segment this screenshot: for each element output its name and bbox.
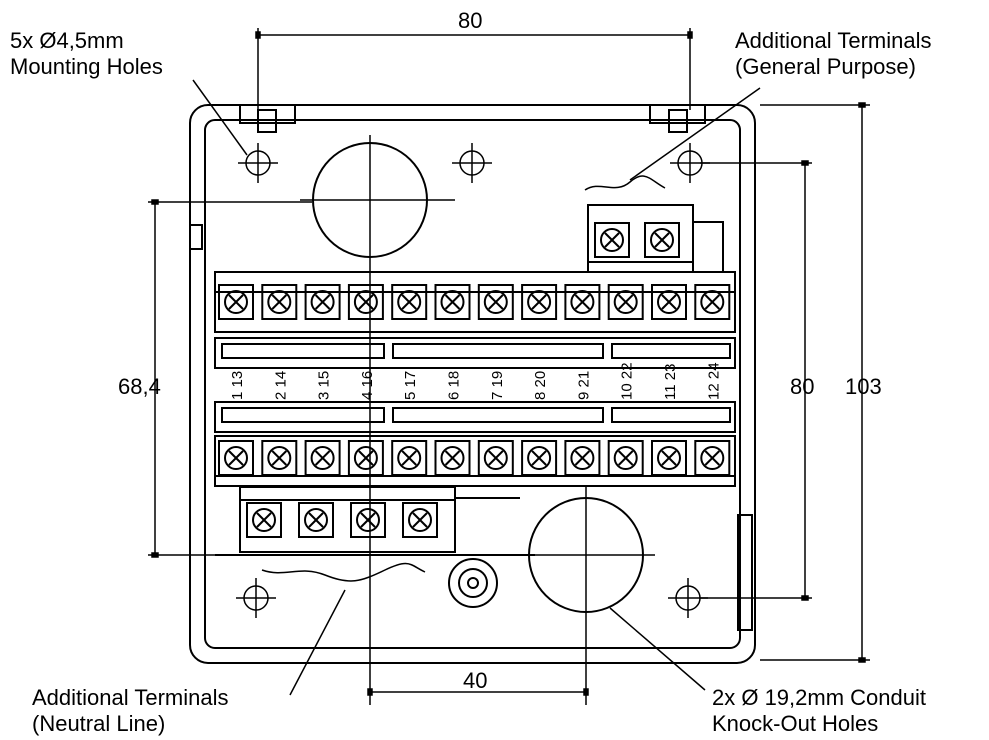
terminal-screw-upper (347, 284, 384, 320)
terminal-number-pair: 8 20 (532, 371, 549, 400)
terminal-screw-general-purpose (644, 222, 680, 258)
terminal-number-pair: 1 13 (229, 371, 246, 400)
terminal-screw-lower (564, 440, 601, 476)
terminal-screw-neutral (350, 502, 386, 538)
dim-right-inner-height: 80 (790, 374, 815, 399)
top-tab-left (239, 104, 296, 124)
conduit-line1: 2x Ø 19,2mm Conduit (712, 685, 926, 710)
terminal-screw-lower (651, 440, 687, 476)
screw-boss (448, 558, 498, 608)
terminal-screw-upper (651, 284, 687, 320)
terminal-number-pair: 12 24 (705, 362, 722, 400)
terminal-number-pair: 6 18 (446, 371, 463, 400)
additional-neutral-line2: (Neutral Line) (32, 711, 166, 736)
terminal-screw-lower (607, 440, 644, 476)
mounting-hole-top-left (238, 143, 278, 183)
additional-neutral-line1: Additional Terminals (32, 685, 229, 710)
additional-terminals-gp-label: Additional Terminals (General Purpose) (735, 28, 931, 80)
dim-left-height: 68,4 (118, 374, 161, 399)
terminal-screw-upper (607, 284, 644, 320)
terminal-screw-lower (218, 440, 254, 476)
additional-gp-line2: (General Purpose) (735, 54, 916, 79)
terminal-screw-upper (391, 284, 428, 320)
terminal-screw-upper (261, 284, 298, 320)
terminal-screw-lower (694, 440, 731, 476)
terminal-screw-neutral (402, 502, 438, 538)
terminal-screw-lower (521, 440, 558, 476)
terminal-screw-lower (391, 440, 428, 476)
terminal-number-pair: 3 15 (316, 371, 333, 400)
terminal-screw-lower (477, 440, 514, 476)
terminal-screw-upper (694, 284, 731, 320)
terminal-block-upper (214, 271, 736, 333)
additional-gp-line1: Additional Terminals (735, 28, 932, 53)
terminal-number-pair: 11 23 (662, 364, 679, 400)
dim-top-width: 80 (458, 8, 483, 33)
terminal-screw-upper (218, 284, 254, 320)
terminal-screw-upper (304, 284, 341, 320)
mounting-hole-top-center (452, 143, 492, 183)
terminal-number-pair: 2 14 (272, 371, 289, 400)
terminal-screw-neutral (298, 502, 334, 538)
terminal-screw-upper (434, 284, 471, 320)
mounting-hole-bottom-left (236, 578, 276, 618)
housing-outline (189, 104, 756, 664)
dim-right-outer-height: 103 (845, 374, 882, 399)
additional-terminals-neutral-label: Additional Terminals (Neutral Line) (32, 685, 228, 737)
terminal-number-pair: 7 19 (489, 371, 506, 400)
mounting-holes-line1: 5x Ø4,5mm (10, 28, 124, 53)
terminal-screw-upper (564, 284, 601, 320)
conduit-line2: Knock-Out Holes (712, 711, 879, 736)
mounting-holes-line2: Mounting Holes (10, 54, 163, 79)
terminal-number-pair: 10 22 (619, 362, 636, 400)
conduit-holes-label: 2x Ø 19,2mm Conduit Knock-Out Holes (712, 685, 926, 737)
terminal-number-pair: 9 21 (575, 371, 592, 400)
terminal-screw-lower (304, 440, 341, 476)
additional-block-neutral (239, 486, 456, 553)
dim-bottom-width: 40 (463, 668, 488, 693)
terminal-screw-lower (434, 440, 471, 476)
terminal-block-lower (214, 435, 736, 487)
terminal-screw-upper (521, 284, 558, 320)
top-tab-right (649, 104, 706, 124)
terminal-screw-neutral (246, 502, 282, 538)
terminal-screw-general-purpose (594, 222, 630, 258)
terminal-screw-upper (477, 284, 514, 320)
mounting-holes-label: 5x Ø4,5mm Mounting Holes (10, 28, 163, 80)
housing-inner-outline (204, 119, 741, 649)
terminal-screw-lower (261, 440, 298, 476)
terminal-number-pair: 5 17 (402, 371, 419, 400)
terminal-screw-lower (347, 440, 384, 476)
terminal-number-pair: 4 16 (359, 371, 376, 400)
